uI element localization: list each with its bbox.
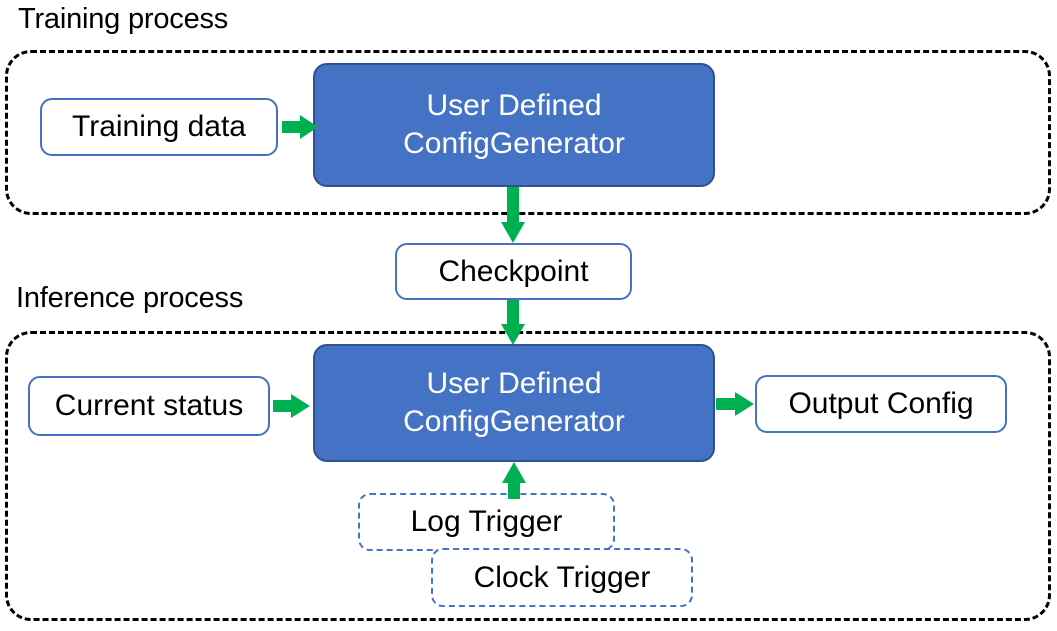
node-label-line2: ConfigGenerator [403, 405, 625, 438]
node-label-line1: User Defined [426, 89, 602, 122]
inference-process-label: Inference process [16, 282, 244, 314]
node-output-config[interactable]: Output Config [755, 375, 1007, 433]
node-log-trigger[interactable]: Log Trigger [358, 493, 615, 551]
node-label-line1: User Defined [426, 367, 602, 400]
node-current-status[interactable]: Current status [28, 376, 270, 436]
node-user-defined-configgenerator-inference[interactable]: User Defined ConfigGenerator [313, 344, 715, 462]
node-clock-trigger[interactable]: Clock Trigger [431, 548, 693, 607]
inference-process-container [5, 331, 1051, 621]
node-training-data[interactable]: Training data [40, 98, 278, 156]
node-user-defined-configgenerator-training[interactable]: User Defined ConfigGenerator [313, 63, 715, 187]
training-process-container [5, 50, 1051, 215]
node-checkpoint[interactable]: Checkpoint [395, 243, 632, 300]
training-process-label: Training process [18, 3, 229, 35]
node-label-line2: ConfigGenerator [403, 127, 625, 160]
